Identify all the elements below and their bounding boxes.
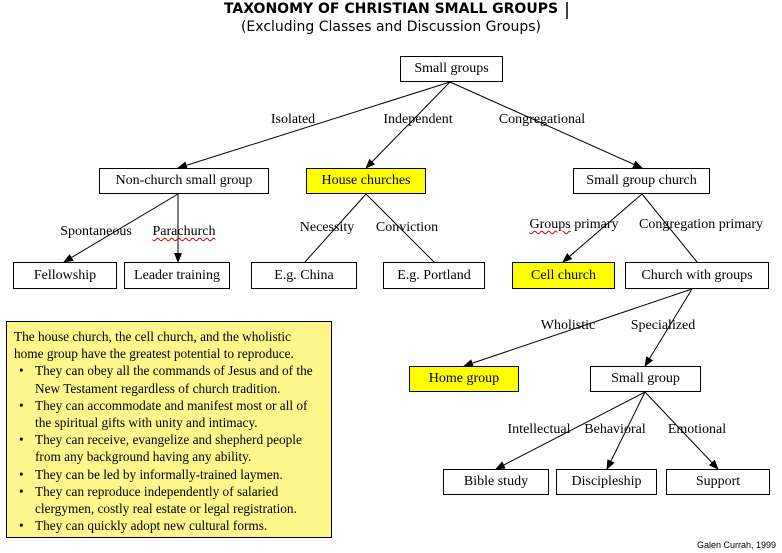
node-small-group: Small group: [590, 366, 701, 392]
node-church-with-groups: Church with groups: [625, 262, 769, 289]
note-bullet: They can receive, evangelize and shepher…: [19, 431, 323, 465]
edge-wholistic: [463, 288, 693, 367]
node-leader-training: Leader training: [124, 262, 230, 289]
label-spontaneous: Spontaneous: [60, 224, 132, 239]
edge-conviction: [365, 193, 435, 263]
node-cell-church: Cell church: [512, 262, 615, 289]
label-emotional: Emotional: [667, 422, 727, 437]
note-bullet-list: They can obey all the commands of Jesus …: [14, 362, 323, 534]
node-non-church-small-group: Non-church small group: [99, 168, 269, 194]
label-wholistic: Wholistic: [540, 318, 596, 333]
reproduction-note-box: The house church, the cell church, and t…: [6, 321, 332, 538]
edge-behavioral: [606, 391, 646, 470]
label-independent: Independent: [383, 112, 453, 127]
node-bible-study: Bible study: [443, 469, 549, 495]
label-parachurch: Parachurch: [152, 224, 216, 239]
edge-isolated: [177, 81, 451, 170]
edge-emotional: [644, 391, 719, 470]
edge-groups-primary: [562, 193, 643, 263]
author-credit: Galen Currah, 1999: [696, 540, 776, 550]
edge-intellectual: [495, 391, 646, 470]
diagram-title: TAXONOMY OF CHRISTIAN SMALL GROUPS: [223, 1, 559, 17]
node-eg-china: E.g. China: [251, 262, 357, 289]
note-intro: The house church, the cell church, and t…: [14, 329, 294, 362]
edge-specialized: [644, 288, 693, 367]
note-bullet: They can obey all the commands of Jesus …: [19, 362, 323, 396]
label-specialized: Specialized: [630, 318, 696, 333]
label-groups-primary: Groups primary: [529, 217, 619, 232]
note-bullet: They can reproduce independently of sala…: [19, 483, 323, 517]
node-support: Support: [666, 469, 770, 495]
edge-spontaneous: [63, 193, 179, 263]
label-congregational: Congregational: [498, 112, 586, 127]
node-discipleship: Discipleship: [556, 469, 657, 495]
node-fellowship: Fellowship: [13, 262, 117, 289]
label-behavioral: Behavioral: [584, 422, 646, 437]
edge-congregation-primary: [641, 193, 698, 263]
diagram-subtitle: (Excluding Classes and Discussion Groups…: [240, 19, 542, 35]
note-bullet: They can quickly adopt new cultural form…: [19, 517, 323, 534]
node-eg-portland: E.g. Portland: [383, 262, 485, 289]
node-small-group-church: Small group church: [573, 168, 710, 194]
label-necessity: Necessity: [299, 220, 355, 235]
note-bullet: They can accommodate and manifest most o…: [19, 397, 323, 431]
edge-congregational: [449, 81, 643, 169]
note-bullet: They can be led by informally-trained la…: [19, 466, 323, 483]
node-house-churches: House churches: [306, 168, 426, 194]
label-isolated: Isolated: [270, 112, 316, 127]
label-conviction: Conviction: [375, 220, 439, 235]
edge-independent: [365, 81, 451, 169]
label-congregation-primary: Congregation primary: [638, 217, 764, 232]
node-small-groups: Small groups: [400, 56, 503, 82]
node-home-group: Home group: [409, 366, 519, 392]
label-intellectual: Intellectual: [507, 422, 571, 437]
edge-necessity: [304, 193, 367, 263]
